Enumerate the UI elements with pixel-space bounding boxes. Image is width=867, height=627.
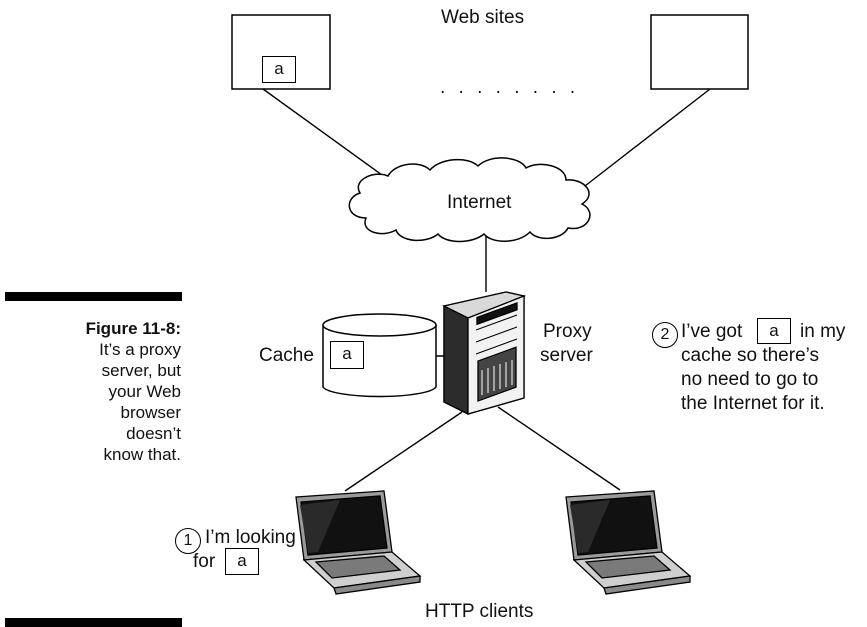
step-1-badge: 1 bbox=[175, 528, 201, 554]
ellipsis-more-sites: . . . . . . . . bbox=[440, 77, 580, 98]
figure-caption: Figure 11-8: It’s a proxy server, but yo… bbox=[0, 318, 181, 465]
callout-2-line3: no need to go to bbox=[681, 369, 819, 390]
caption-bottom-rule bbox=[5, 618, 182, 627]
website-box-right bbox=[650, 14, 749, 90]
link-proxy-to-client-right bbox=[497, 406, 621, 491]
laptop-icon-right bbox=[565, 490, 692, 595]
item-a-box-callout-1: a bbox=[225, 548, 259, 575]
caption-top-rule bbox=[5, 292, 182, 301]
web-sites-label: Web sites bbox=[441, 7, 525, 28]
item-a-box-website: a bbox=[262, 56, 296, 83]
callout-2-line2: cache so there’s bbox=[681, 345, 820, 366]
callout-1-line1: I’m looking bbox=[205, 527, 296, 548]
caption-line: server, but bbox=[101, 361, 181, 380]
caption-line: doesn’t bbox=[126, 424, 181, 443]
item-a-box-cache: a bbox=[330, 341, 364, 369]
link-website-left-to-internet bbox=[262, 88, 401, 189]
link-proxy-to-client-left bbox=[344, 411, 463, 492]
callout-2-line1a: I’ve got bbox=[681, 321, 743, 342]
figure-label: Figure 11-8: bbox=[85, 319, 181, 338]
step-2-badge: 2 bbox=[652, 322, 678, 348]
callout-2-line1b: in my bbox=[800, 321, 846, 342]
proxy-label-line2: server bbox=[540, 345, 593, 366]
internet-cloud bbox=[348, 157, 591, 243]
proxy-server-icon bbox=[442, 291, 527, 416]
callout-1-line2: for bbox=[193, 551, 216, 572]
laptop-icon-left bbox=[295, 490, 422, 595]
caption-line: your Web bbox=[108, 382, 181, 401]
internet-label: Internet bbox=[447, 192, 512, 213]
caption-line: browser bbox=[120, 403, 181, 422]
proxy-label-line1: Proxy bbox=[543, 321, 592, 342]
link-website-right-to-internet bbox=[584, 88, 711, 187]
caption-line: It’s a proxy bbox=[99, 340, 181, 359]
item-a-box-callout-2: a bbox=[757, 318, 791, 344]
http-clients-label: HTTP clients bbox=[425, 601, 534, 622]
caption-line: know that. bbox=[103, 445, 182, 464]
callout-2-line4: the Internet for it. bbox=[681, 393, 825, 414]
cache-label: Cache bbox=[259, 345, 314, 366]
